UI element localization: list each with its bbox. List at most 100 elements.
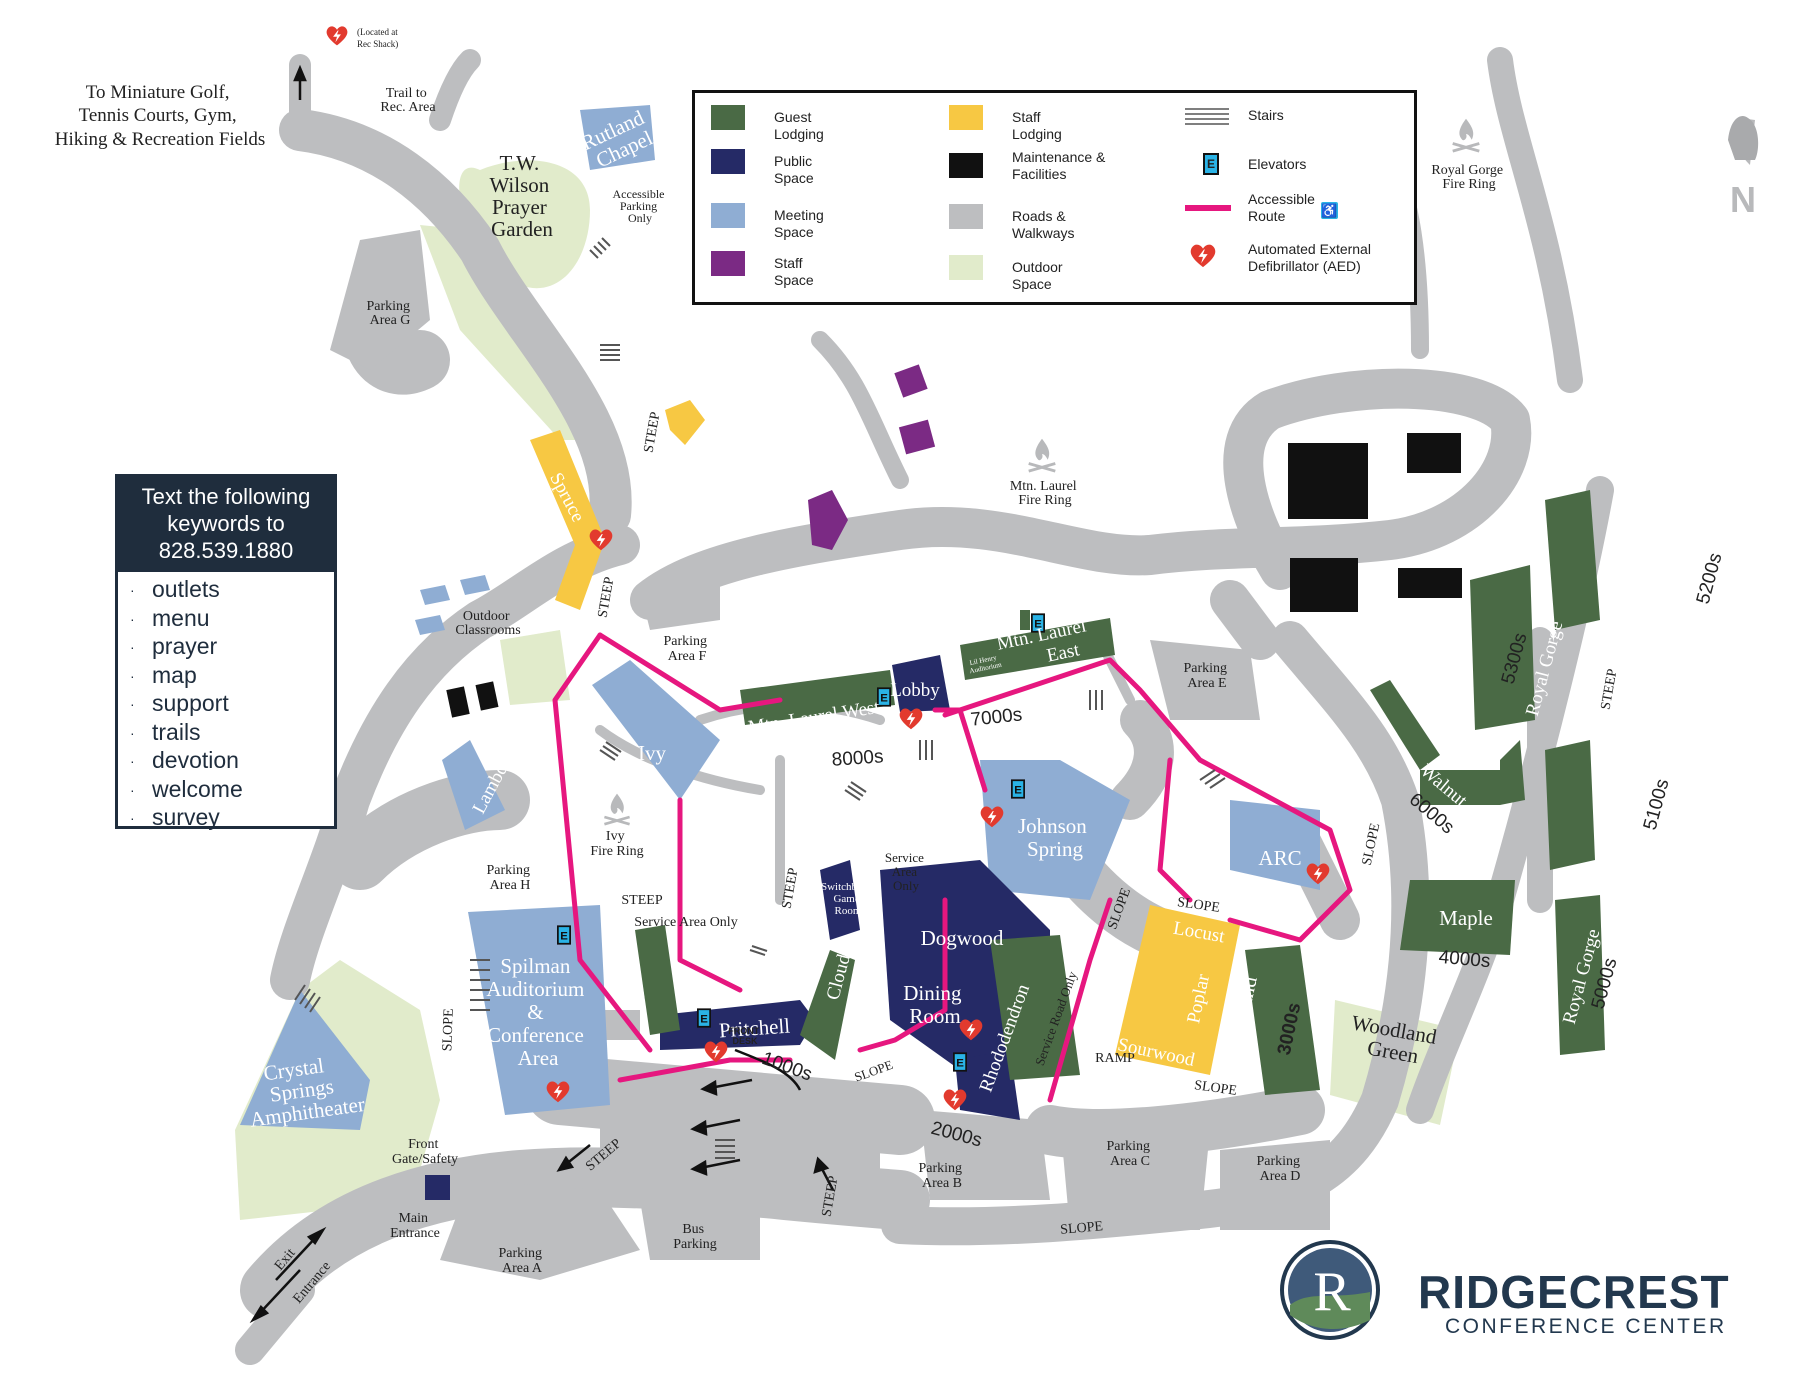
- roads-swatch: [949, 204, 983, 229]
- slope-label: SLOPE: [852, 1057, 895, 1085]
- keywords-heading: Text the following keywords to 828.539.1…: [118, 477, 334, 572]
- royal-gorge-5200-label: Royal Gorge: [1657, 519, 1702, 618]
- johnson-spring-label: Johnson Spring: [1018, 814, 1092, 861]
- stairs-markers: [294, 237, 1226, 1159]
- text-keywords-box: Text the following keywords to 828.539.1…: [115, 474, 337, 830]
- aed-heart-icon: [326, 26, 348, 46]
- keyword-list: ·outlets ·menu ·prayer ·map ·support ·tr…: [118, 576, 334, 833]
- staff-lodging-buildings: [530, 400, 1240, 1075]
- main-entrance-label: Main Entrance: [390, 1211, 440, 1241]
- arc-label: ARC: [1258, 846, 1301, 870]
- steep-label: STEEP: [642, 411, 664, 454]
- maintenance-buildings: [446, 433, 1462, 718]
- legend-stairs: Stairs: [1185, 105, 1284, 132]
- woodland-green-label: Woodland Green: [1346, 1010, 1444, 1071]
- spilman-label: Spilman Auditorium & Conference Area: [486, 954, 589, 1070]
- map-legend: Guest Lodging Public Space Meeting Space…: [692, 90, 1417, 305]
- steep-label: STEEP: [621, 893, 662, 908]
- keyword-item: ·trails: [130, 718, 201, 745]
- mtn-laurel-fire-ring-label: Mtn. Laurel Fire Ring: [1010, 479, 1080, 508]
- brand-title: RIDGECREST: [1418, 1266, 1730, 1318]
- maple-label: Maple: [1439, 906, 1493, 930]
- fire-ring-icon: [1450, 117, 1482, 153]
- accessible-parking-label: Accessible Parking Only: [613, 187, 668, 225]
- parking-lots: [330, 230, 1330, 1280]
- brand-subtitle: CONFERENCE CENTER: [1445, 1315, 1727, 1338]
- ivy-fire-ring-label: Ivy Fire Ring: [590, 829, 643, 859]
- elevator-icon: E: [1203, 153, 1219, 175]
- ivy-label: Ivy: [638, 741, 666, 765]
- staff-lodging-swatch: [949, 105, 983, 130]
- parking-d-label: Parking Area D: [1256, 1154, 1303, 1184]
- to-recreation-label: To Miniature Golf, Tennis Courts, Gym, H…: [55, 82, 266, 150]
- lobby-label: Lobby: [890, 680, 940, 701]
- parking-f-label: Parking Area F: [663, 634, 710, 664]
- guest-lodging-buildings: [635, 490, 1605, 1095]
- slope-label: SLOPE: [1360, 822, 1384, 867]
- 8000s-label: 8000s: [831, 746, 884, 771]
- wheelchair-icon: ♿: [1321, 202, 1338, 219]
- 5200s-label: 5200s: [1693, 551, 1727, 606]
- parking-b-label: Parking Area B: [918, 1161, 965, 1191]
- keyword-item: ·support: [130, 690, 229, 717]
- 7000s-label: 7000s: [970, 704, 1024, 730]
- aed-heart-icon: [899, 708, 923, 730]
- bus-parking-label: Bus Parking: [673, 1222, 717, 1252]
- legend-aed: Automated External Defibrillator (AED): [1189, 241, 1371, 274]
- dogwood-label: Dogwood: [921, 926, 1004, 950]
- front-gate-label: Front Gate/Safety: [392, 1137, 458, 1167]
- traffic-arrows: [249, 64, 835, 1324]
- public-space-swatch: [711, 149, 745, 174]
- steep-label: STEEP: [1599, 668, 1621, 711]
- guest-lodging-swatch: [711, 105, 745, 130]
- slope-label: SLOPE: [1176, 895, 1220, 916]
- keyword-item: ·prayer: [130, 633, 218, 660]
- parking-a-label: Parking Area A: [498, 1246, 545, 1276]
- 4000s-label: 4000s: [1438, 947, 1491, 972]
- accessible-route-swatch: [1185, 205, 1231, 211]
- outdoor-swatch: [949, 255, 983, 280]
- slope-label: SLOPE: [440, 1008, 456, 1051]
- slope-label: SLOPE: [1060, 1219, 1104, 1238]
- accessible-route: [552, 632, 1353, 1103]
- aed-heart-icon: [1190, 244, 1216, 268]
- north-label: N: [1730, 179, 1756, 220]
- royal-gorge-fire-ring-label: Royal Gorge Fire Ring: [1431, 163, 1506, 192]
- stairs-icon: [1185, 108, 1229, 125]
- svg-text:R: R: [1313, 1261, 1351, 1323]
- parking-c-label: Parking Area C: [1106, 1139, 1153, 1169]
- parking-h-label: Parking Area H: [486, 863, 533, 893]
- ramp-label: RAMP: [1095, 1051, 1135, 1066]
- keyword-item: ·menu: [130, 604, 210, 631]
- keyword-item: ·devotion: [130, 747, 239, 774]
- north-arrow-icon: [1728, 116, 1759, 165]
- staff-space-buildings: [808, 364, 936, 550]
- parking-g-label: Parking Area G: [366, 299, 413, 328]
- maintenance-swatch: [949, 153, 983, 178]
- steep-label: STEEP: [596, 576, 618, 619]
- service-area-only-label-2: Service Area Only: [634, 915, 737, 930]
- keyword-item: ·welcome: [130, 775, 243, 802]
- service-area-only-label-1: Service Area Only: [885, 850, 927, 893]
- aed-rec-shack-note: (Located at Rec Shack): [357, 27, 400, 49]
- pritchell-label: Pritchell: [718, 1014, 791, 1043]
- switchback-game-room-label: Switchback Game Room: [821, 881, 875, 917]
- dining-room-label: Dining Room: [903, 981, 967, 1028]
- keyword-item: ·outlets: [130, 576, 220, 602]
- nibble-nook-label: Nibble Nook: [830, 816, 870, 862]
- fire-ring-icon: [602, 791, 632, 826]
- staff-space-swatch: [711, 251, 745, 276]
- trail-to-rec-label: Trail to Rec. Area: [380, 86, 436, 115]
- prayer-garden-label: T.W. Wilson Prayer Garden: [489, 151, 554, 241]
- parking-e-label: Parking Area E: [1183, 661, 1230, 691]
- keyword-item: ·survey: [130, 804, 220, 831]
- steep-label: STEEP: [820, 1175, 842, 1218]
- keyword-item: ·map: [130, 661, 197, 688]
- slope-label: SLOPE: [1193, 1078, 1237, 1099]
- fire-ring-icon: [1026, 436, 1058, 473]
- front-desk-label: FRONT DESK: [728, 1026, 762, 1046]
- meeting-space-swatch: [711, 203, 745, 228]
- steep-label: STEEP: [780, 867, 802, 910]
- ridgecrest-logo-icon: R: [1280, 1240, 1380, 1340]
